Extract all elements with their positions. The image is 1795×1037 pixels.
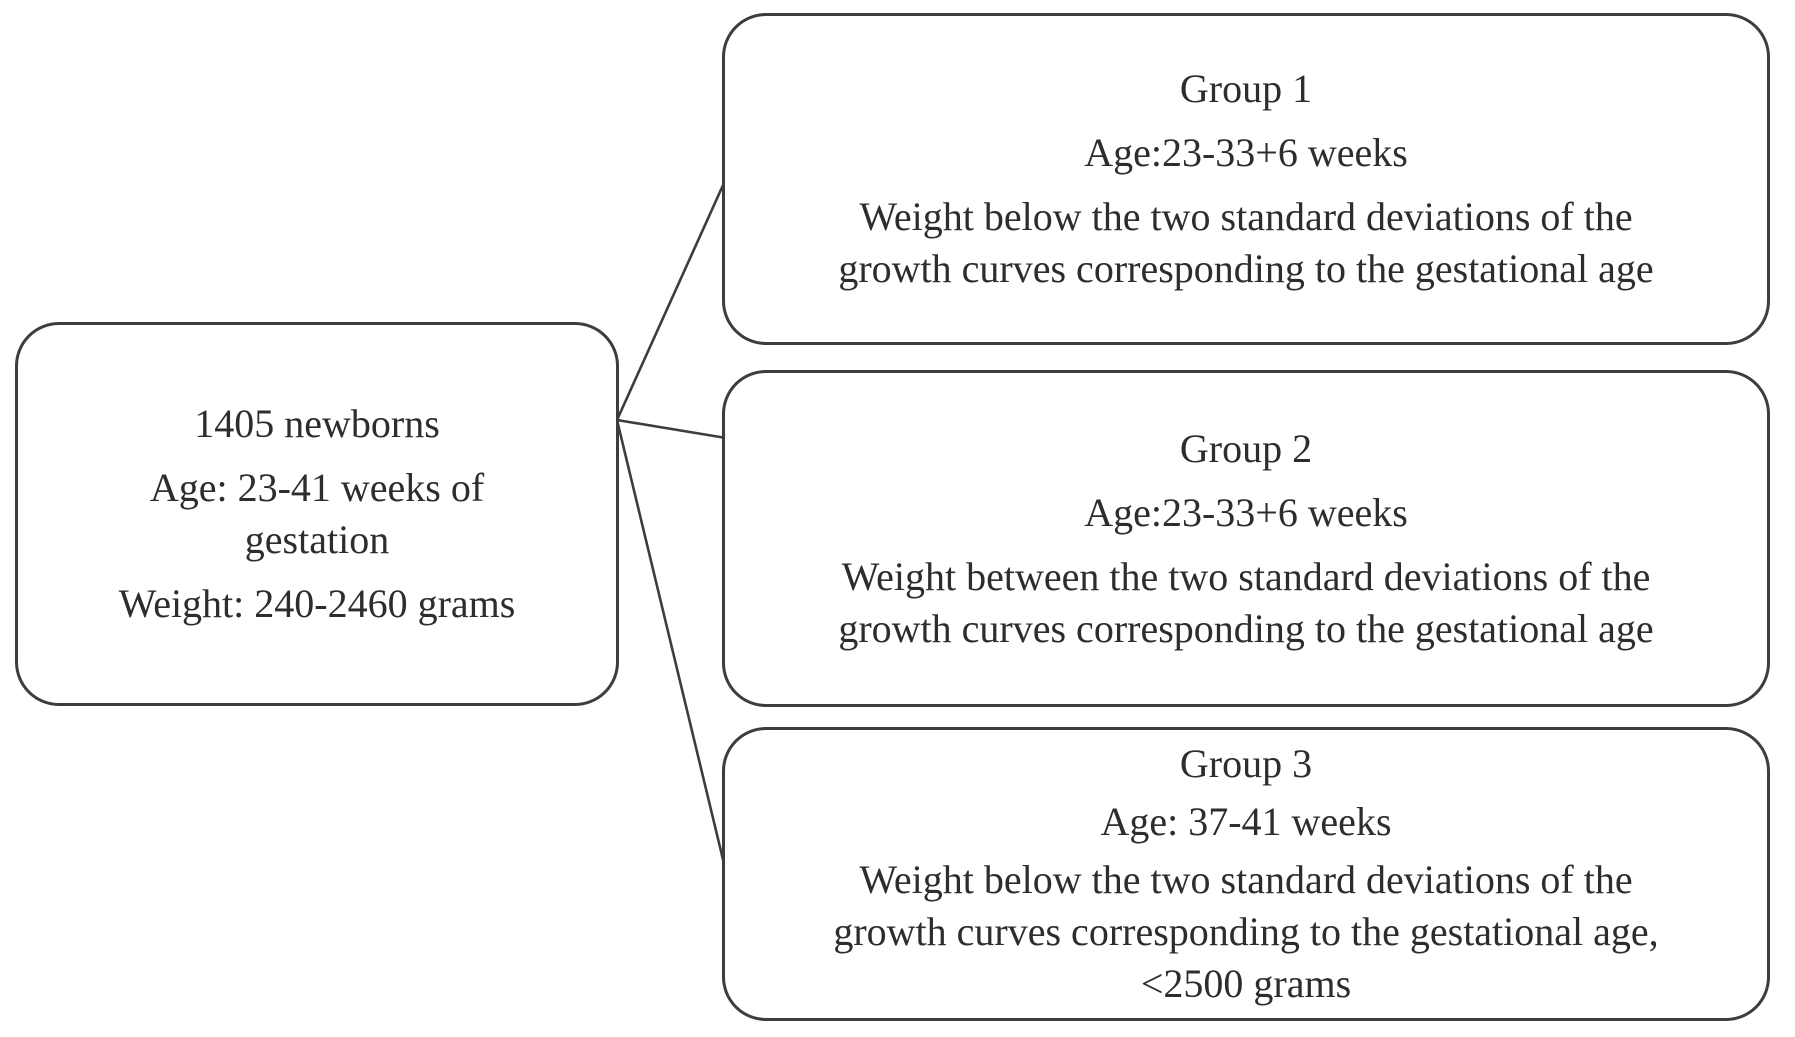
group-1-criteria-line-1: Weight below the two standard deviations… [859,194,1633,239]
group-2-criteria-line-1: Weight between the two standard deviatio… [841,553,1651,599]
group-3-box: Group 3 Age: 37-41 weeks Weight below th… [722,727,1770,1021]
root-count: 1405 newborns [194,398,440,450]
root-age-line-2: gestation [244,517,390,562]
connector-root-to-group1 [615,182,726,421]
group-3-criteria: Weight below the two standard deviations… [833,854,1658,1010]
group-3-criteria-line-2: growth curves corresponding to the gesta… [833,909,1659,954]
connector-root-to-group2 [616,418,727,440]
group-3-criteria-line-1: Weight below the two standard deviations… [859,857,1633,902]
group-3-criteria-line-3: <2500 grams [1140,961,1352,1006]
root-weight: Weight: 240-2460 grams [119,578,516,630]
group-1-title: Group 1 [1179,66,1313,111]
group-2-title: Group 2 [1179,425,1313,471]
group-1-criteria: Weight below the two standard deviations… [838,191,1653,295]
connector-root-to-group3 [615,419,728,873]
group-3-age: Age: 37-41 weeks [1100,799,1392,844]
group-1-box: Group 1 Age:23-33+6 weeks Weight below t… [722,13,1770,345]
root-weight-line: Weight: 240-2460 grams [118,581,516,626]
root-age-line-1: Age: 23-41 weeks of [149,465,485,510]
group-1-age: Age:23-33+6 weeks [1084,130,1408,175]
group-2-criteria: Weight between the two standard deviatio… [838,551,1653,655]
group-2-criteria-line-2: growth curves corresponding to the gesta… [838,605,1654,651]
root-population-box: 1405 newborns Age: 23-41 weeks of gestat… [15,322,619,706]
group-2-age: Age:23-33+6 weeks [1084,489,1408,535]
root-count-line: 1405 newborns [194,401,440,446]
group-2-box: Group 2 Age:23-33+6 weeks Weight between… [722,370,1770,707]
group-1-criteria-line-2: growth curves corresponding to the gesta… [838,246,1654,291]
group-3-title: Group 3 [1179,741,1313,786]
root-age: Age: 23-41 weeks of gestation [150,462,484,566]
